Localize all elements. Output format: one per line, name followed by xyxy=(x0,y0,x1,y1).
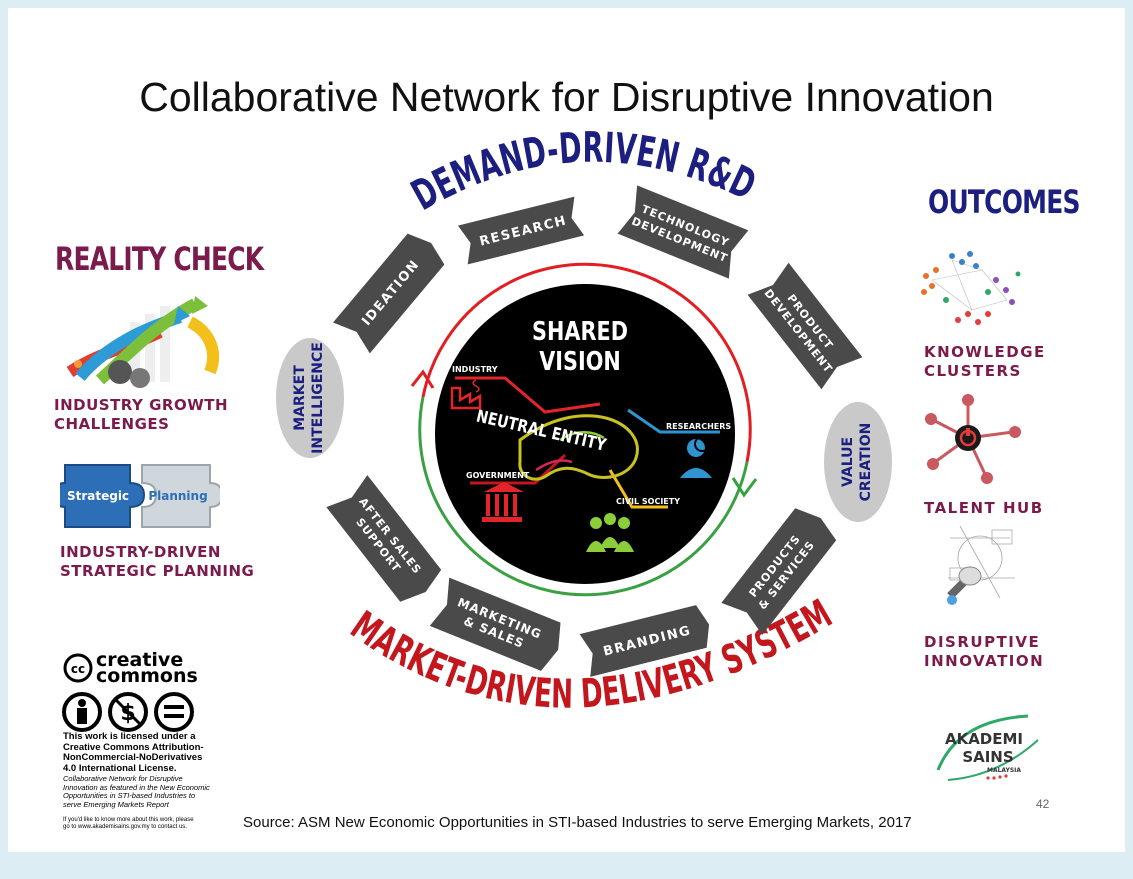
svg-text:Planning: Planning xyxy=(148,489,207,503)
red-arrow-head xyxy=(410,369,435,389)
market-intelligence-node: MARKET INTELLIGENCE xyxy=(276,338,344,458)
outcomes-heading: OUTCOMES xyxy=(928,183,1080,221)
knowledge-clusters-label: KNOWLEDGE CLUSTERS xyxy=(924,343,1046,380)
factory-icon xyxy=(450,379,482,410)
value-creation-node: VALUE CREATION xyxy=(824,402,892,522)
license-notice: This work is licensed under a Creative C… xyxy=(63,731,210,830)
red-cycle-arc xyxy=(421,262,752,463)
industry-driven-strategic-planning-label: INDUSTRY-DRIVEN STRATEGIC PLANNING xyxy=(60,543,255,580)
svg-text:INTELLIGENCE: INTELLIGENCE xyxy=(310,342,326,454)
page-number: 42 xyxy=(1036,797,1050,811)
svg-text:AKADEMI: AKADEMI xyxy=(945,730,1023,748)
noncommercial-icon xyxy=(108,692,148,732)
civil-society-icon xyxy=(586,513,634,552)
disruptive-innovation-lightbulb-icon xyxy=(947,525,1015,605)
government-building-icon xyxy=(482,482,524,522)
page-title: Collaborative Network for Disruptive Inn… xyxy=(139,74,994,120)
marketing-sales-arrow: MARKETING & SALES xyxy=(429,577,561,671)
shared-vision-circle xyxy=(435,284,735,584)
talent-hub-label: TALENT HUB xyxy=(924,499,1044,517)
cc-word-commons: commons xyxy=(96,665,198,687)
green-arrow-head xyxy=(731,477,758,498)
researcher-icon xyxy=(680,436,712,478)
creative-commons-logo: cc creative commons $ xyxy=(62,649,198,732)
cc-word-creative: creative xyxy=(96,649,183,671)
handshake-icon xyxy=(518,414,639,481)
green-cycle-arc xyxy=(418,396,749,597)
disruptive-innovation-label: DISRUPTIVE INNOVATION xyxy=(924,633,1045,670)
government-label: GOVERNMENT xyxy=(466,471,530,480)
civil-society-label: CIVIL SOCIETY xyxy=(616,497,680,506)
svg-text:Strategic: Strategic xyxy=(67,489,129,503)
source-citation: Source: ASM New Economic Opportunities i… xyxy=(243,814,912,831)
svg-text:cc: cc xyxy=(71,662,85,676)
branding-arrow: BRANDING xyxy=(579,605,710,677)
svg-text:MARKET: MARKET xyxy=(292,365,308,431)
akademi-sains-malaysia-logo: AKADEMI SAINS MALAYSIA xyxy=(936,714,1039,781)
industry-growth-challenges-label: INDUSTRY GROWTH CHALLENGES xyxy=(54,396,229,433)
strategic-planning-puzzle-icon: Strategic Planning xyxy=(60,464,220,528)
shared-vision-line2: VISION xyxy=(539,346,621,377)
reality-check-heading: REALITY CHECK xyxy=(55,240,264,278)
industry-label: INDUSTRY xyxy=(452,365,498,374)
ideation-arrow: IDEATION xyxy=(333,233,445,354)
talent-hub-icon xyxy=(925,394,1021,484)
product-development-arrow: PRODUCT DEVELOPMENT xyxy=(747,262,863,390)
svg-text:MALAYSIA: MALAYSIA xyxy=(987,767,1021,774)
noderivatives-icon xyxy=(154,692,194,732)
svg-text:VALUE: VALUE xyxy=(840,437,856,487)
attribution-icon xyxy=(62,692,102,732)
after-sales-support-arrow: AFTER SALES SUPPORT xyxy=(326,475,442,602)
growth-arrows-icon xyxy=(66,296,220,388)
demand-driven-arc-label: DEMAND-DRIVEN R&D xyxy=(403,123,763,220)
researchers-label: RESEARCHERS xyxy=(666,422,731,431)
svg-text:CREATION: CREATION xyxy=(858,423,874,502)
svg-text:SAINS: SAINS xyxy=(962,748,1013,766)
technology-development-arrow: TECHNOLOGY DEVELOPMENT xyxy=(617,185,749,279)
knowledge-cluster-network-icon xyxy=(921,251,1021,325)
shared-vision-line1: SHARED xyxy=(532,316,628,347)
research-arrow: RESEARCH xyxy=(458,196,585,265)
